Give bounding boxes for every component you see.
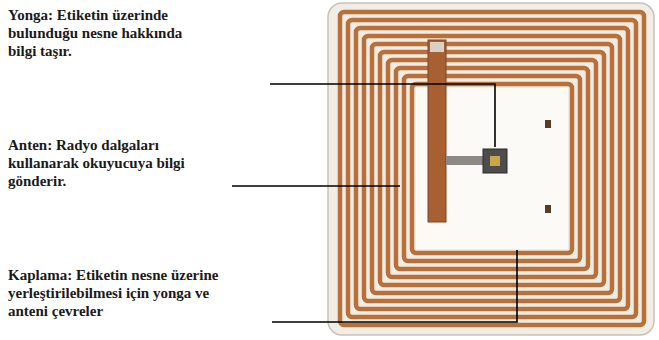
- chip-die: [490, 156, 500, 166]
- leader-line: [272, 250, 517, 322]
- callout-label: Kaplama: Etiketin nesne üzerine yerleşti…: [8, 266, 230, 320]
- leader-line: [232, 185, 400, 187]
- pad: [545, 205, 551, 213]
- chip-lead: [446, 156, 483, 165]
- callout-label: Yonga: Etiketin üzerinde bulunduğu nesne…: [8, 6, 213, 60]
- bridge-strip: [428, 40, 446, 222]
- chip: [483, 149, 507, 173]
- leader-lines: [232, 84, 517, 322]
- antenna-coil: [340, 12, 644, 325]
- callout-label: Anten: Radyo dalgaları kullanarak okuyuc…: [8, 136, 186, 190]
- tag-inlay: [328, 3, 654, 335]
- pad: [545, 120, 551, 128]
- bridge-pad: [430, 42, 444, 52]
- leader-line: [270, 84, 495, 147]
